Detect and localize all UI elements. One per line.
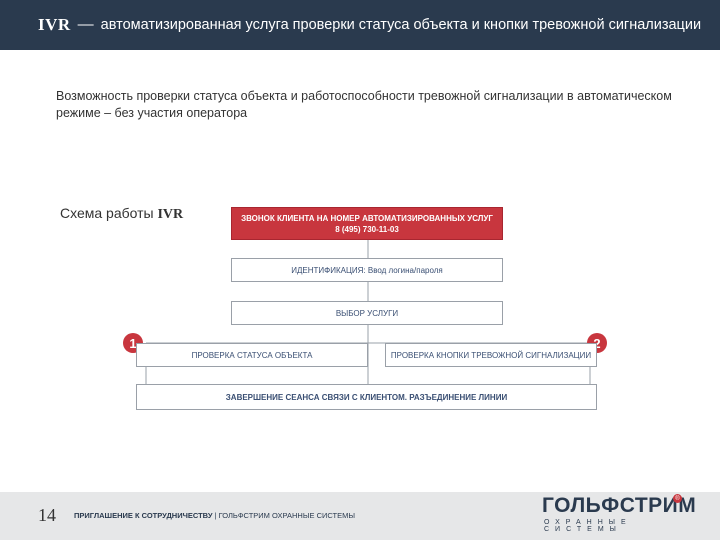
step-call-line1: ЗВОНОК КЛИЕНТА НА НОМЕР АВТОМАТИЗИРОВАНН… xyxy=(241,213,493,223)
option-alarm-box: ПРОВЕРКА КНОПКИ ТРЕВОЖНОЙ СИГНАЛИЗАЦИИ xyxy=(385,343,597,367)
header-title: автоматизированная услуга проверки стату… xyxy=(100,17,702,33)
step-end-label: ЗАВЕРШЕНИЕ СЕАНСА СВЯЗИ С КЛИЕНТОМ. РАЗЪ… xyxy=(225,392,508,402)
header-separator: — xyxy=(77,16,94,33)
company-logo: ГОЛЬФСТРИМ ® ОХРАННЫЕ СИСТЕМЫ xyxy=(540,494,696,533)
step-identification-label: ИДЕНТИФИКАЦИЯ: Ввод логина/пароля xyxy=(291,265,443,275)
logo-brand: ГОЛЬФСТРИМ xyxy=(542,494,697,517)
footer-bar xyxy=(0,492,720,540)
page-number: 14 xyxy=(38,505,56,525)
step-service-label: ВЫБОР УСЛУГИ xyxy=(335,308,399,318)
scheme-title-ivr: IVR xyxy=(157,207,184,222)
footer-text-bold: ПРИГЛАШЕНИЕ К СОТРУДНИЧЕСТВУ xyxy=(74,511,213,520)
step-service-box: ВЫБОР УСЛУГИ xyxy=(231,301,503,325)
header-bar: IVR — автоматизированная услуга проверки… xyxy=(0,0,720,50)
footer-text: ПРИГЛАШЕНИЕ К СОТРУДНИЧЕСТВУ | ГОЛЬФСТРИ… xyxy=(74,511,355,520)
logo-subtitle: ОХРАННЫЕ СИСТЕМЫ xyxy=(544,519,632,533)
step-call-box: ЗВОНОК КЛИЕНТА НА НОМЕР АВТОМАТИЗИРОВАНН… xyxy=(231,207,503,240)
option-status-box: ПРОВЕРКА СТАТУСА ОБЪЕКТА xyxy=(136,343,368,367)
step-end-box: ЗАВЕРШЕНИЕ СЕАНСА СВЯЗИ С КЛИЕНТОМ. РАЗЪ… xyxy=(136,384,597,410)
step-identification-box: ИДЕНТИФИКАЦИЯ: Ввод логина/пароля xyxy=(231,258,503,282)
header-ivr: IVR xyxy=(38,15,71,34)
option-alarm-label: ПРОВЕРКА КНОПКИ ТРЕВОЖНОЙ СИГНАЛИЗАЦИИ xyxy=(390,350,592,360)
footer-text-normal: ГОЛЬФСТРИМ ОХРАННЫЕ СИСТЕМЫ xyxy=(218,511,356,520)
scheme-title: Схема работы IVR xyxy=(60,205,183,223)
step-call-line2: 8 (495) 730-11-03 xyxy=(335,224,399,234)
option-status-label: ПРОВЕРКА СТАТУСА ОБЪЕКТА xyxy=(191,350,313,360)
intro-text: Возможность проверки статуса объекта и р… xyxy=(56,89,672,120)
scheme-title-prefix: Схема работы xyxy=(60,205,158,221)
logo-registered-icon: ® xyxy=(673,494,682,503)
footer-divider: | xyxy=(212,511,219,520)
